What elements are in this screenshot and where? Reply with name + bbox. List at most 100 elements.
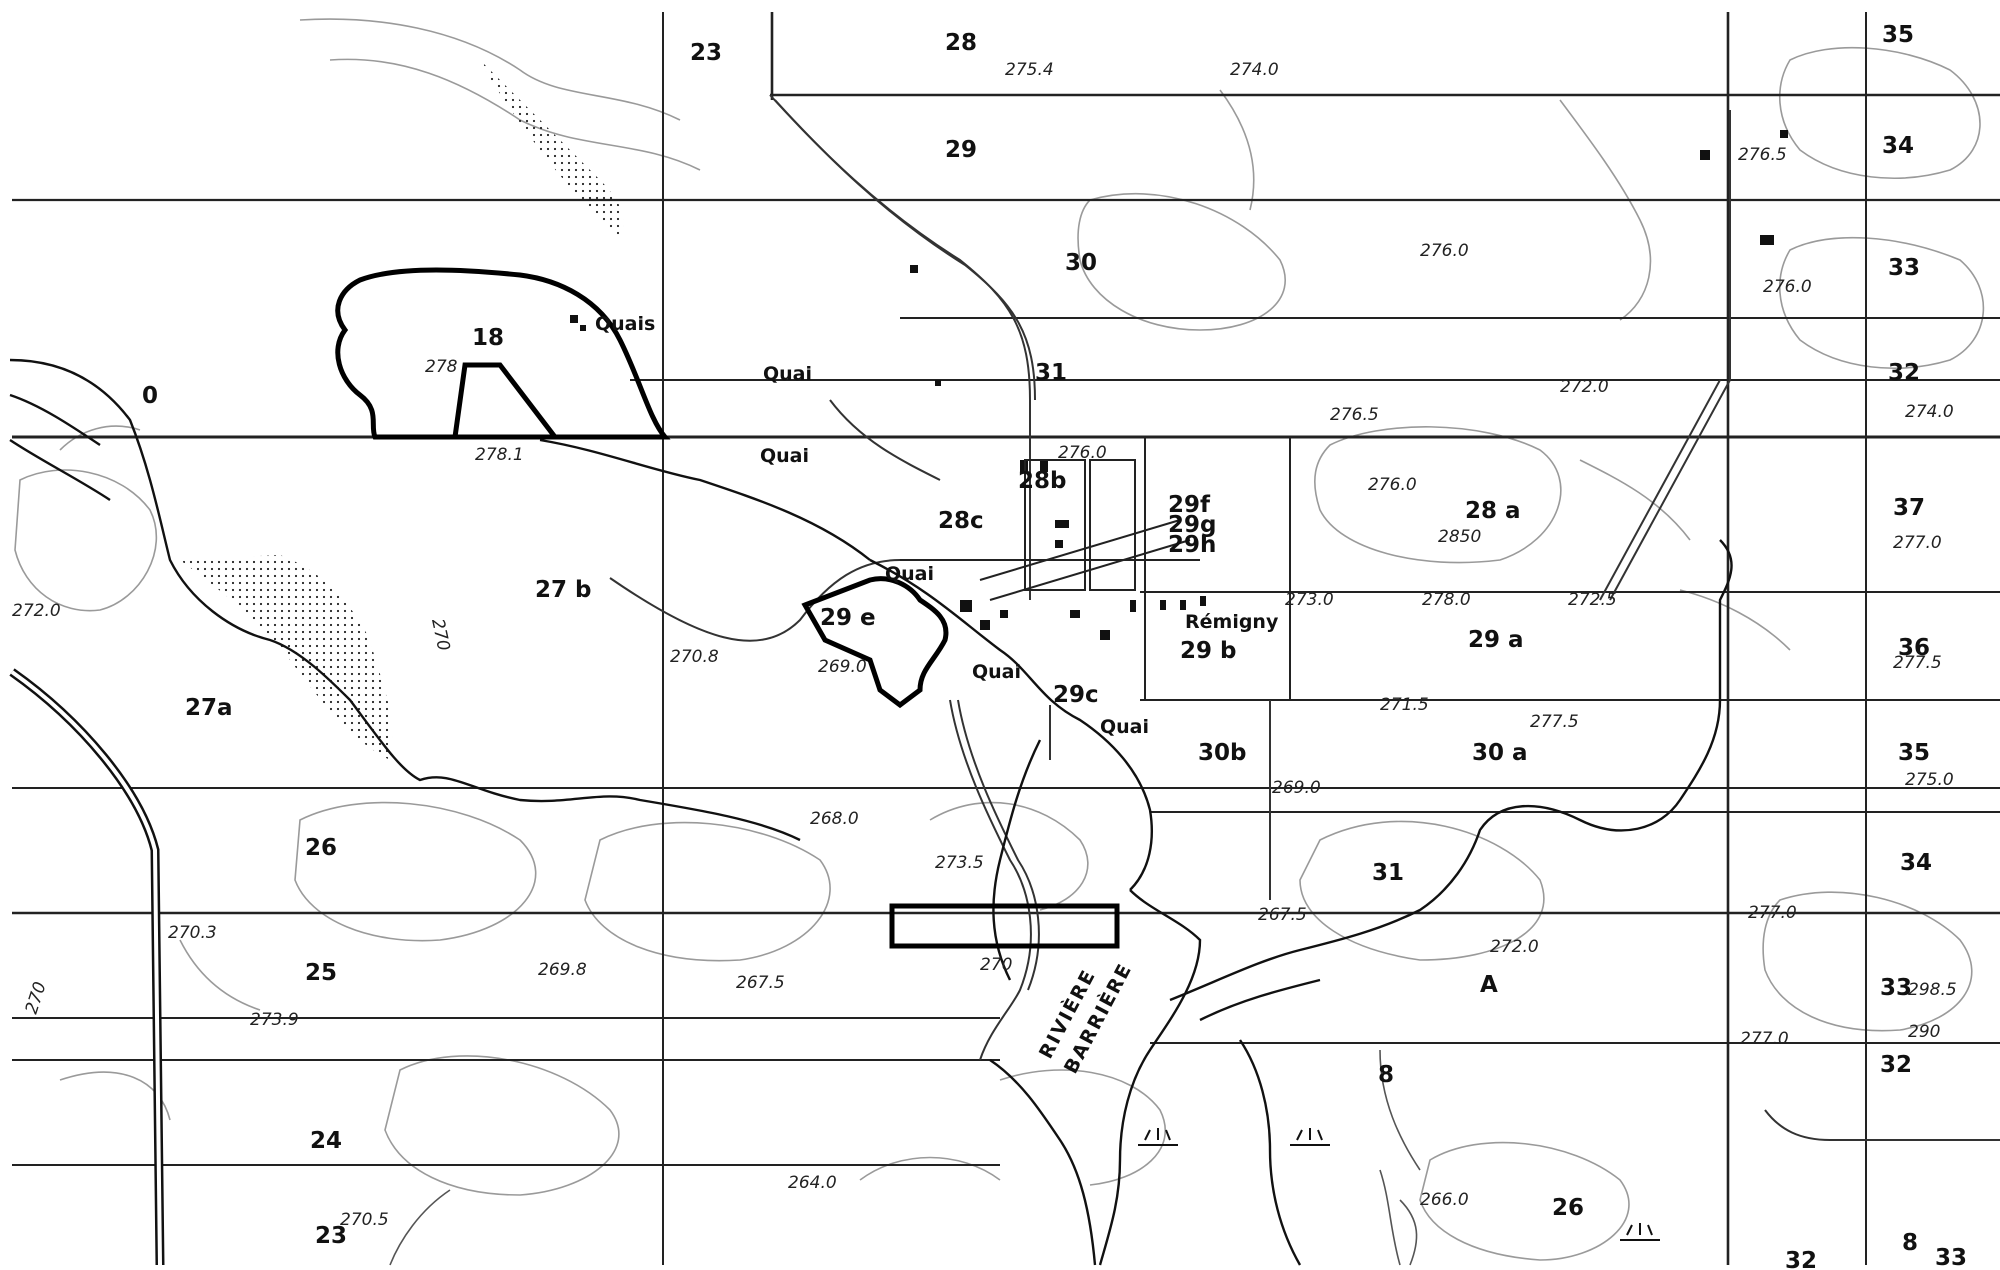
lot-label: 34	[1882, 133, 1914, 159]
lot-label: 27a	[185, 695, 233, 721]
lot-label: 23	[315, 1223, 347, 1249]
elevation-label: 273.9	[250, 1010, 299, 1030]
elevation-label: 269.0	[1272, 778, 1321, 798]
parcel-lot-29e	[801, 576, 949, 709]
lot-label: 8	[1902, 1230, 1918, 1256]
parcel-lot-18	[335, 267, 671, 440]
elevation-label: 272.0	[12, 601, 61, 621]
quay-label: Quai	[972, 661, 1021, 683]
lot-label: 31	[1035, 360, 1067, 386]
elevation-label: 272.5	[1568, 590, 1617, 610]
quay-label: Quai	[885, 563, 934, 585]
elevation-label: 278	[425, 357, 458, 377]
elevation-label: 276.0	[1763, 277, 1812, 297]
elevation-label: 277.0	[1740, 1029, 1789, 1049]
elevation-label: 264.0	[788, 1173, 837, 1193]
elevation-labels: 275.4 274.0 276.5 276.0 276.0 272.0 276.…	[12, 60, 1957, 1230]
elevation-label: 276.5	[1330, 405, 1379, 425]
elevation-label: 268.0	[810, 809, 859, 829]
village-label: Rémigny	[1185, 611, 1279, 633]
lot-label: 36	[1898, 635, 1930, 661]
elevation-label: 277.5	[1530, 712, 1579, 732]
elevation-label: 266.0	[1420, 1190, 1469, 1210]
elevation-label: 278.0	[1422, 590, 1471, 610]
lot-label: 31	[1372, 860, 1404, 886]
elevation-label: 274.0	[1905, 402, 1954, 422]
elevation-label: 269.0	[818, 657, 867, 677]
elevation-label: 269.8	[538, 960, 587, 980]
lot-label: 30b	[1198, 740, 1246, 766]
streams	[389, 1049, 1421, 1266]
lot-label: 0	[142, 383, 158, 409]
elevation-label: 2850	[1438, 527, 1481, 547]
lot-label: 24	[310, 1128, 342, 1154]
elevation-label: 270	[980, 955, 1012, 975]
elevation-label: 267.5	[1258, 905, 1307, 925]
elevation-label: 276.0	[1420, 241, 1469, 261]
quay-label: Quais	[595, 313, 655, 335]
elevation-label: 270.8	[670, 647, 719, 667]
survey-grid	[12, 12, 2000, 1265]
elevation-label: 278.1	[475, 445, 524, 465]
lot-label: 29 a	[1468, 627, 1524, 653]
lot-label: 32	[1785, 1248, 1817, 1270]
lot-label: 33	[1888, 255, 1920, 281]
lot-label: 32	[1888, 360, 1920, 386]
village-streets	[900, 459, 1200, 601]
lot-label: 18	[472, 325, 504, 351]
lot-label: 28c	[938, 508, 984, 534]
elevation-label: 267.5	[736, 973, 785, 993]
elevation-label: 276.0	[1368, 475, 1417, 495]
lot-label: 28	[945, 30, 977, 56]
lot-label: 27 b	[535, 577, 591, 603]
quay-label: Quai	[760, 445, 809, 467]
lot-label: A	[1480, 972, 1498, 998]
parcel-rectangle	[889, 903, 1120, 949]
elevation-label: 270.5	[340, 1210, 389, 1230]
lot-label: 30	[1065, 250, 1097, 276]
roads	[609, 94, 2000, 1141]
sand-area-north	[480, 60, 624, 240]
elevation-label: 271.5	[1380, 695, 1429, 715]
elevation-label: 290	[1908, 1022, 1940, 1042]
lot-label: 29 e	[820, 605, 876, 631]
elevation-label: 273.0	[1285, 590, 1334, 610]
elevation-label: 277.5	[1893, 653, 1942, 673]
lot-label: 28b	[1018, 468, 1066, 494]
outlined-parcels	[335, 267, 1120, 949]
lot-label: 29	[945, 137, 977, 163]
elevation-label: 277.0	[1748, 903, 1797, 923]
lot-label: 34	[1900, 850, 1932, 876]
elevation-label: 275.4	[1005, 60, 1054, 80]
highway-center	[10, 670, 162, 1266]
lot-labels: 23 28 29 30 31 18 27 b 27a 26 25 24 23 2…	[142, 22, 1967, 1270]
contour-lines	[14, 18, 1985, 1261]
shoreline	[9, 358, 1733, 1266]
lot-label: 32	[1880, 1052, 1912, 1078]
quay-label: Quai	[1100, 716, 1149, 738]
lot-label: 26	[305, 835, 337, 861]
lot-label: 35	[1898, 740, 1930, 766]
parcel-lot-18-notch	[452, 362, 557, 439]
lot-label: 35	[1882, 22, 1914, 48]
lot-label: 23	[690, 40, 722, 66]
elevation-label: 275.0	[1905, 770, 1954, 790]
quay-label: Quai	[763, 363, 812, 385]
lot-label: 33	[1880, 975, 1912, 1001]
elevation-label: 270.3	[168, 923, 217, 943]
lot-label: 29f	[1168, 492, 1211, 518]
elevation-label: 277.0	[1893, 533, 1942, 553]
lot-label: 25	[305, 960, 337, 986]
elevation-label: 276.0	[1058, 443, 1107, 463]
sand-area-west	[180, 555, 393, 760]
marsh-symbols	[1138, 1128, 1660, 1241]
elevation-label: 272.0	[1560, 377, 1609, 397]
elevation-label: 298.5	[1908, 980, 1957, 1000]
lot-label: 33	[1935, 1245, 1967, 1270]
lot-label: 29g	[1168, 512, 1216, 538]
lot-label: 29 b	[1180, 638, 1236, 664]
elevation-label: 276.5	[1738, 145, 1787, 165]
lot-label: 26	[1552, 1195, 1584, 1221]
lot-label: 29c	[1053, 682, 1099, 708]
